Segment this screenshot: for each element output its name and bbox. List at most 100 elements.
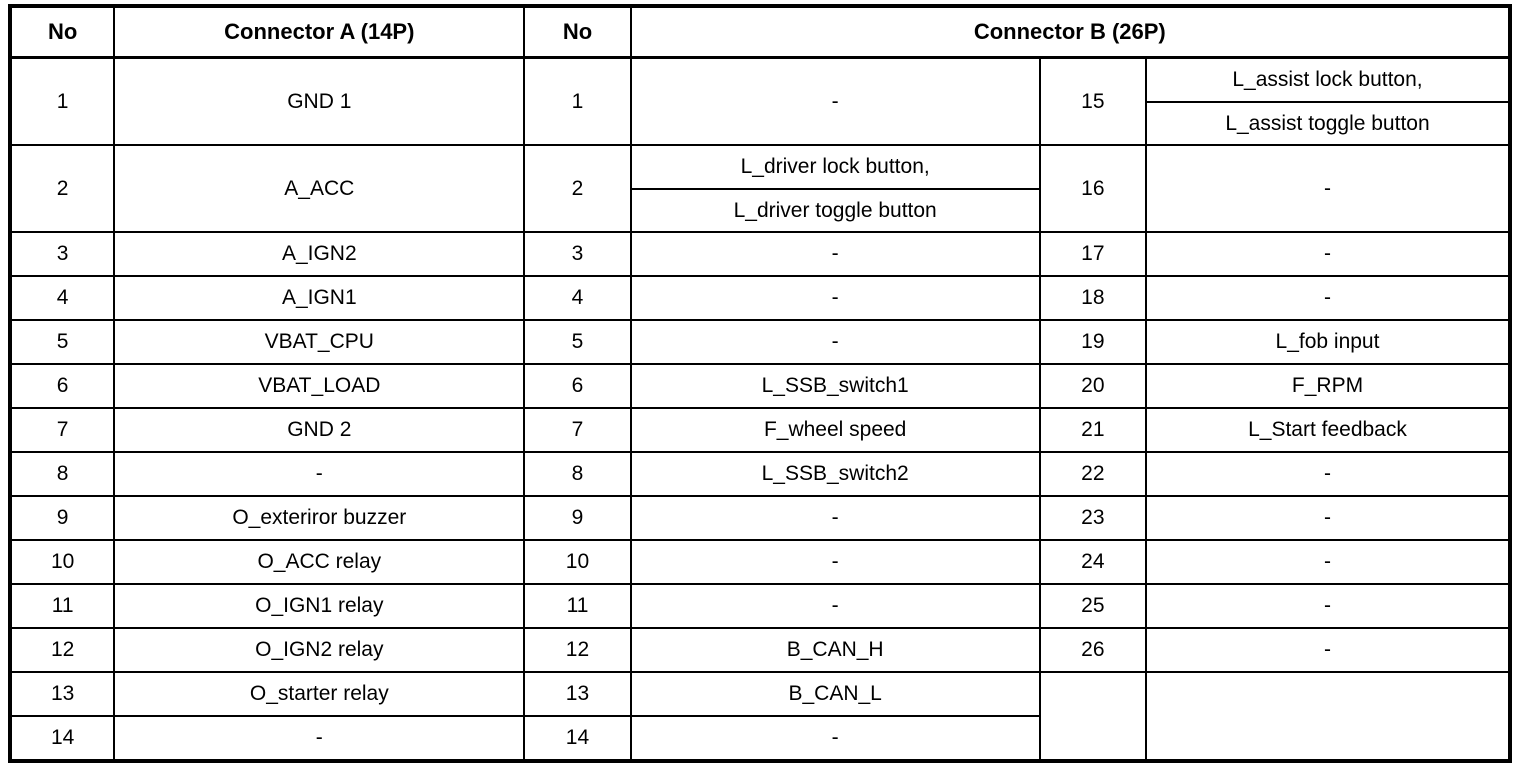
cell-no-b-right: 18 [1038,275,1147,321]
cell-no-b-left: 10 [523,539,632,585]
cell-desc-b-right: F_RPM [1144,363,1512,409]
cell-no-a: 4 [8,275,116,321]
cell-desc-b-left: - [629,495,1041,541]
cell-desc-a: O_starter relay [113,671,526,717]
cell-desc-b-left: B_CAN_H [629,627,1041,673]
cell-no-b-left: 13 [523,671,632,717]
cell-no-b-left: 2 [523,144,632,233]
cell-no-b-right: 23 [1038,495,1147,541]
table-row: 6 VBAT_LOAD 6 L_SSB_switch1 20 F_RPM [8,363,1512,409]
cell-no-a: 10 [8,539,116,585]
cell-desc-a: GND 1 [113,56,526,146]
cell-no-a: 14 [8,715,116,762]
cell-no-a: 13 [8,671,116,717]
cell-desc-b-right-empty [1144,671,1512,762]
cell-desc-b-left-line1: L_driver lock button, [631,146,1039,190]
cell-no-b-left: 14 [523,715,632,762]
cell-desc-b-right: - [1144,627,1512,673]
cell-desc-b-left: - [629,583,1041,629]
cell-desc-b-left-line2: L_driver toggle button [733,198,937,222]
cell-no-b-right: 26 [1038,627,1147,673]
cell-no-b-right: 22 [1038,451,1147,497]
cell-no-b-left: 9 [523,495,632,541]
header-connector-a: Connector A (14P) [113,5,526,59]
cell-no-b-right: 20 [1038,363,1147,409]
cell-no-b-left: 5 [523,319,632,365]
cell-desc-b-right: - [1144,231,1512,277]
cell-no-a: 3 [8,231,116,277]
cell-desc-b-right: - [1144,539,1512,585]
cell-desc-a: - [113,451,526,497]
cell-desc-b-left: - [629,56,1041,146]
cell-desc-b-right: L_Start feedback [1144,407,1512,453]
cell-desc-a: VBAT_CPU [113,319,526,365]
cell-desc-b-left: - [629,319,1041,365]
cell-no-b-left: 6 [523,363,632,409]
table-row: 11 O_IGN1 relay 11 - 25 - [8,583,1512,629]
header-no-connector-b: No [523,5,632,59]
table-row: 10 O_ACC relay 10 - 24 - [8,539,1512,585]
table-row: 8 - 8 L_SSB_switch2 22 - [8,451,1512,497]
cell-desc-a: - [113,715,526,762]
cell-desc-b-right: - [1144,275,1512,321]
cell-desc-b-right-line2: L_assist toggle button [1225,111,1430,135]
table-row: 2 A_ACC 2 L_driver lock button, L_driver… [8,144,1512,233]
cell-desc-a: O_exteriror buzzer [113,495,526,541]
cell-no-b-right: 16 [1038,144,1147,233]
cell-desc-b-left: B_CAN_L [629,671,1041,717]
cell-no-a: 2 [8,144,116,233]
cell-desc-b-right: - [1144,144,1512,233]
cell-desc-a: A_IGN2 [113,231,526,277]
cell-no-a: 1 [8,56,116,146]
cell-no-b-right: 24 [1038,539,1147,585]
connector-pinout-table: No Connector A (14P) No Connector B (26P… [8,4,1512,763]
cell-no-b-left: 4 [523,275,632,321]
cell-no-a: 7 [8,407,116,453]
table-header-row: No Connector A (14P) No Connector B (26P… [8,5,1512,59]
cell-desc-b-left: L_SSB_switch2 [629,451,1041,497]
table-row: 7 GND 2 7 F_wheel speed 21 L_Start feedb… [8,407,1512,453]
cell-desc-b-right: L_fob input [1144,319,1512,365]
cell-desc-a: A_IGN1 [113,275,526,321]
cell-no-a: 6 [8,363,116,409]
cell-no-b-left: 3 [523,231,632,277]
cell-desc-b-right: - [1144,451,1512,497]
header-no-connector-a: No [8,5,116,59]
cell-desc-b-left: F_wheel speed [629,407,1041,453]
cell-desc-a: VBAT_LOAD [113,363,526,409]
cell-no-a: 5 [8,319,116,365]
cell-no-b-left: 7 [523,407,632,453]
cell-no-a: 11 [8,583,116,629]
cell-desc-b-right: - [1144,583,1512,629]
cell-desc-a: GND 2 [113,407,526,453]
table-row: 1 GND 1 1 - 15 L_assist lock button, L_a… [8,56,1512,146]
cell-desc-b-right-line1: L_assist lock button, [1146,59,1508,103]
cell-desc-b-left: L_SSB_switch1 [629,363,1041,409]
cell-no-b-right: 17 [1038,231,1147,277]
cell-desc-b-left: - [629,231,1041,277]
cell-no-b-right: 19 [1038,319,1147,365]
cell-no-b-right: 15 [1038,56,1147,146]
cell-no-b-left: 8 [523,451,632,497]
cell-no-a: 12 [8,627,116,673]
table-row: 4 A_IGN1 4 - 18 - [8,275,1512,321]
table-row: 5 VBAT_CPU 5 - 19 L_fob input [8,319,1512,365]
cell-no-a: 8 [8,451,116,497]
cell-desc-b-left-split: L_driver lock button, L_driver toggle bu… [629,144,1041,233]
cell-desc-a: O_IGN2 relay [113,627,526,673]
cell-no-b-left: 1 [523,56,632,146]
cell-desc-b-left: - [629,715,1041,762]
cell-desc-b-left: - [629,275,1041,321]
cell-no-b-left: 12 [523,627,632,673]
table-row: 9 O_exteriror buzzer 9 - 23 - [8,495,1512,541]
pinout-table-page: No Connector A (14P) No Connector B (26P… [0,4,1520,763]
cell-desc-a: A_ACC [113,144,526,233]
cell-no-b-right: 21 [1038,407,1147,453]
cell-desc-b-right: - [1144,495,1512,541]
cell-no-b-right-empty [1038,671,1147,762]
header-connector-b: Connector B (26P) [629,5,1512,59]
cell-desc-a: O_ACC relay [113,539,526,585]
cell-no-a: 9 [8,495,116,541]
cell-no-b-right: 25 [1038,583,1147,629]
cell-no-b-left: 11 [523,583,632,629]
